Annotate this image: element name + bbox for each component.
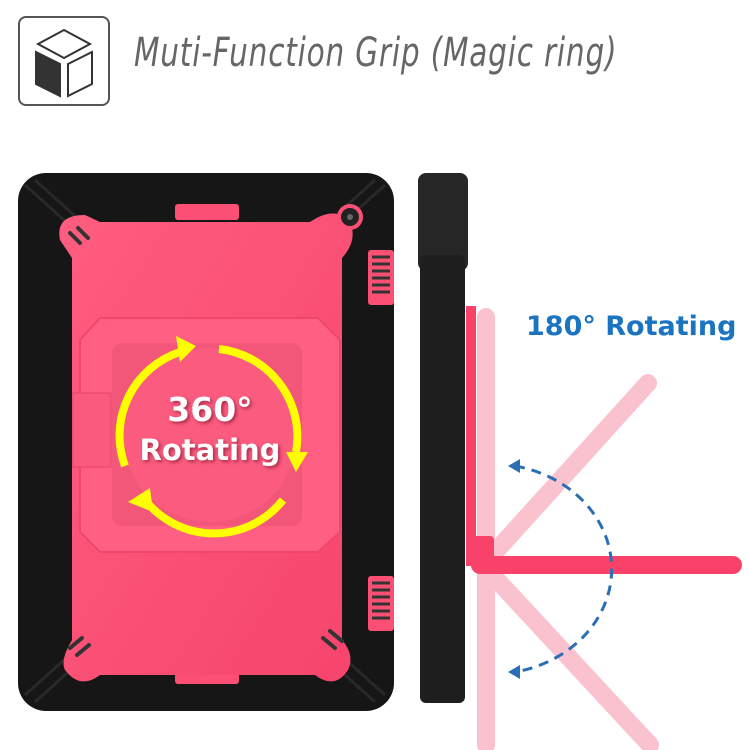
header: Muti-Function Grip (Magic ring): [18, 16, 740, 106]
page-title: Muti-Function Grip (Magic ring): [134, 30, 618, 76]
degrees-360: 360°: [167, 390, 253, 429]
rotation-180-label: 180° Rotating: [526, 311, 737, 342]
cube-icon: [35, 28, 93, 98]
rotation-360-label: 360° Rotating: [130, 390, 290, 470]
rotating-text-front: Rotating: [139, 433, 281, 467]
side-case: [418, 173, 742, 750]
logo-box: [18, 16, 110, 106]
front-case: [18, 173, 394, 711]
